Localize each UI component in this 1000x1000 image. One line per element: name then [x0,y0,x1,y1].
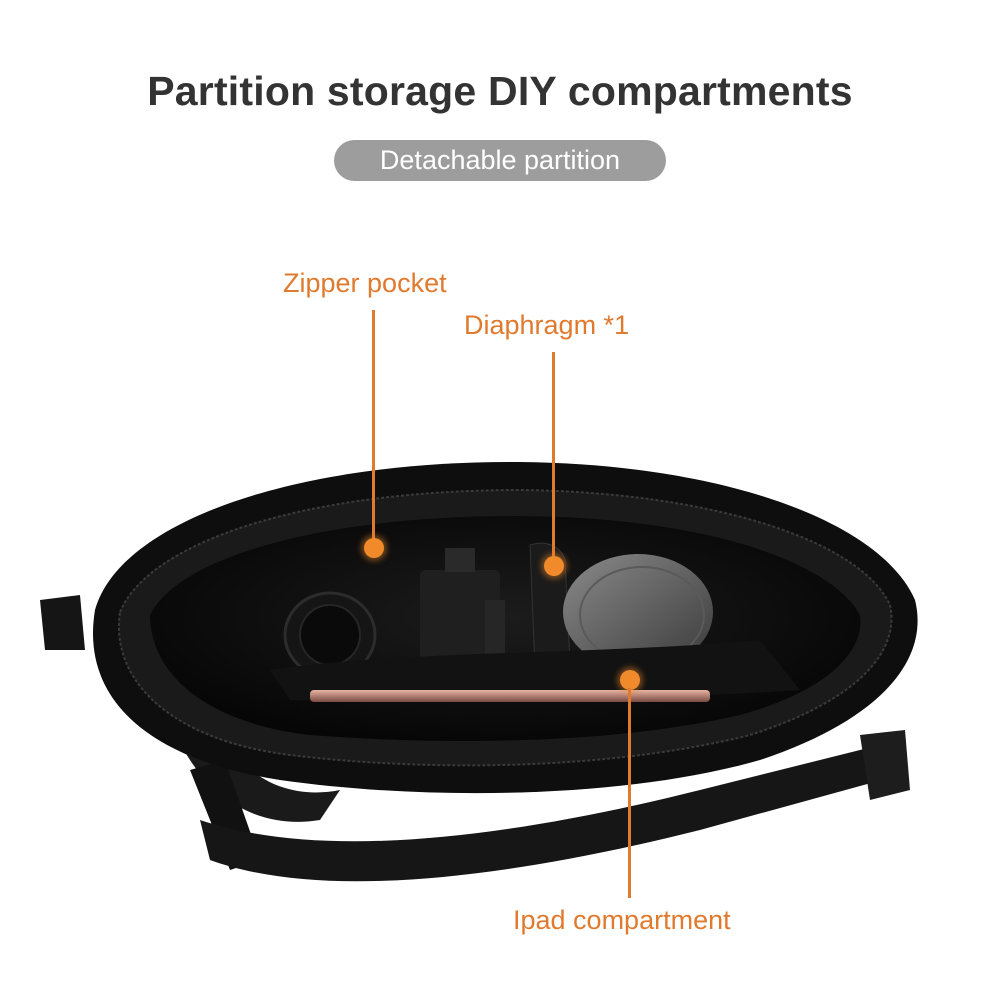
diaphragm-marker [544,556,564,576]
ipad-compartment-marker [620,670,640,690]
diaphragm-label: Diaphragm *1 [464,310,630,340]
zipper-pocket-label: Zipper pocket [283,268,447,298]
detachable-partition-badge: Detachable partition [334,140,666,181]
ipad-compartment-leader-line [628,688,631,898]
ipad-compartment-label: Ipad compartment [513,905,731,935]
diaphragm-leader-line [552,352,555,564]
page-title: Partition storage DIY compartments [147,68,853,114]
zipper-pocket-marker [364,538,384,558]
zipper-pocket-leader-line [372,310,375,546]
